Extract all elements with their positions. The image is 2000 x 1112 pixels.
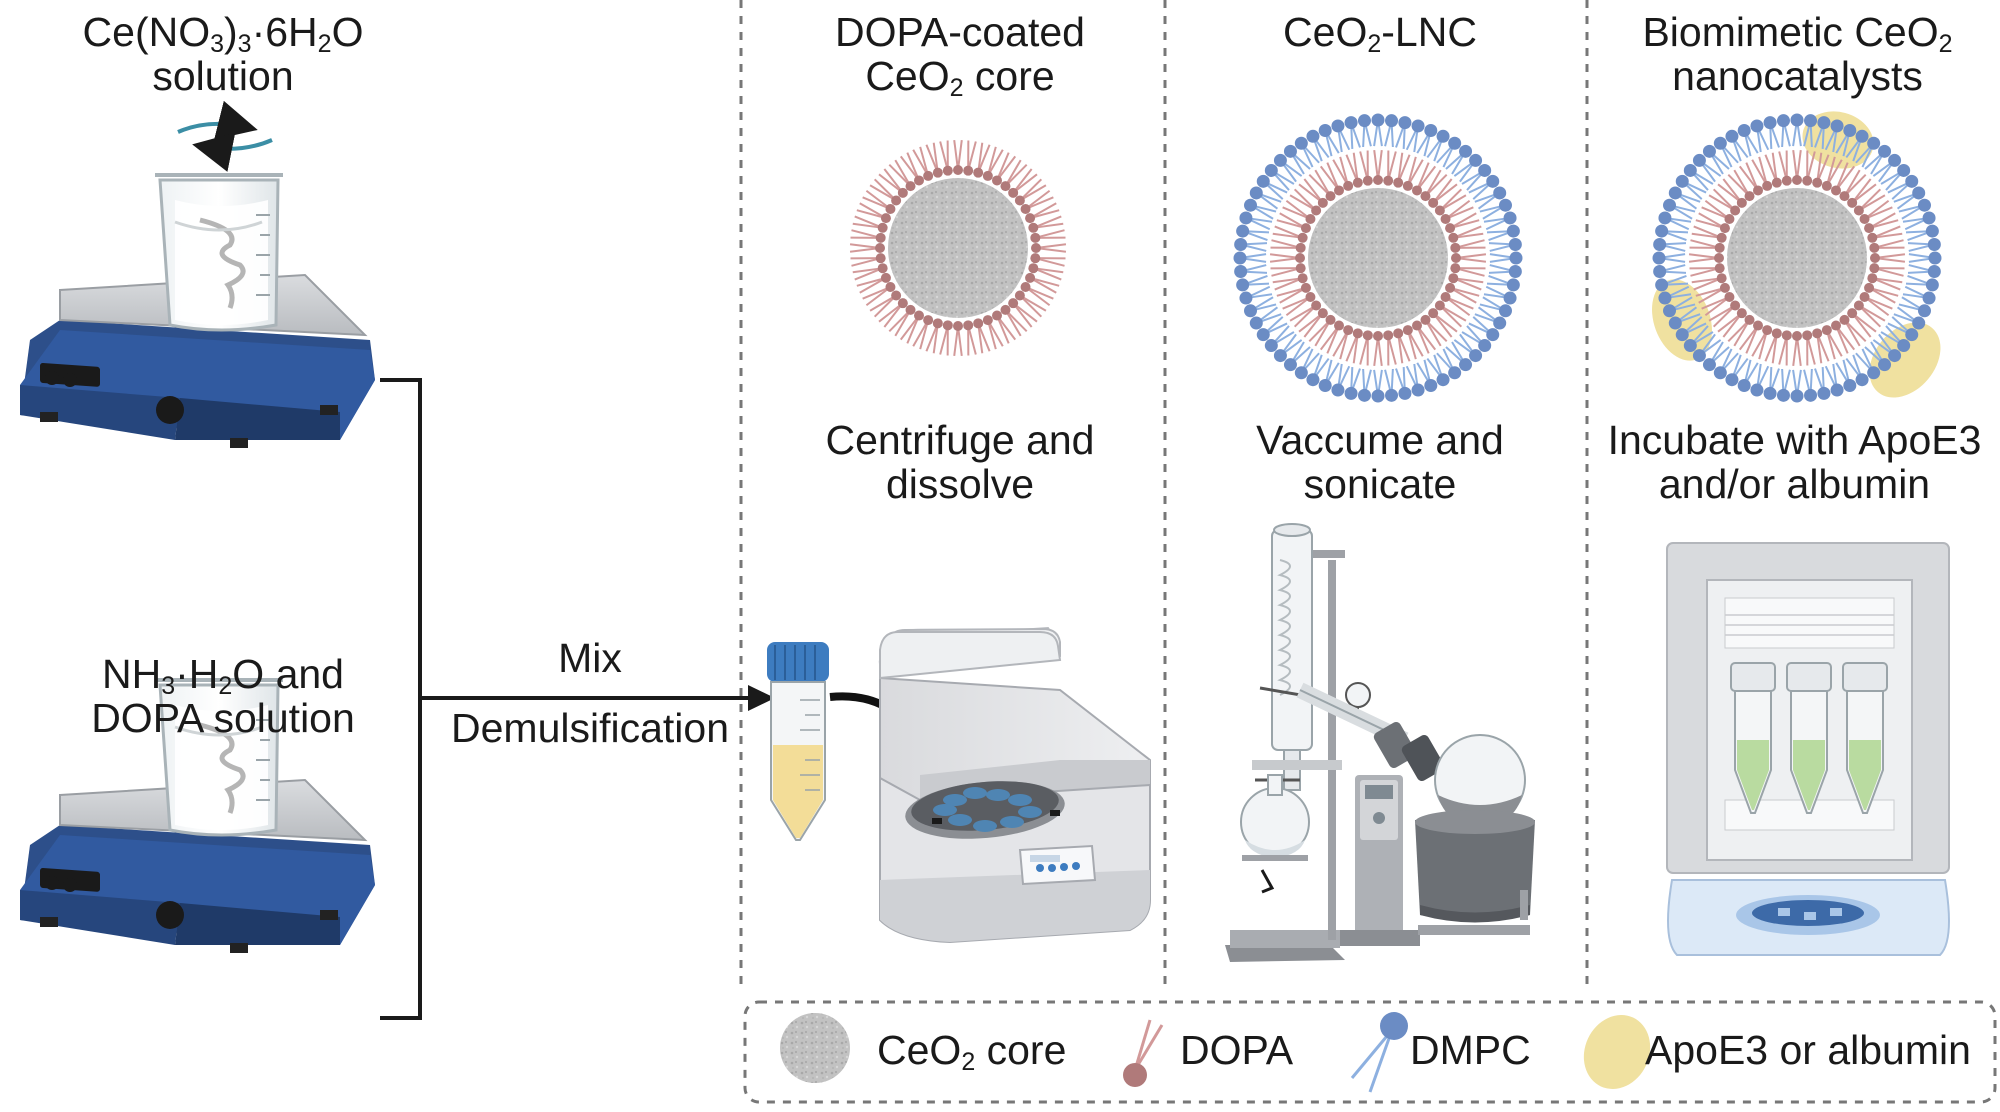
lnc-label: CeO2-LNC bbox=[1283, 9, 1477, 58]
legend-dopa-icon bbox=[1123, 1019, 1164, 1087]
centrifuge-lid-shape bbox=[879, 631, 1062, 680]
mix-label: Mix bbox=[558, 635, 622, 681]
mix-bracket bbox=[380, 378, 755, 1020]
biomimetic-particle bbox=[1652, 111, 1942, 403]
rotary-evaporator bbox=[1225, 523, 1535, 962]
legend-protein-label: ApoE3 or albumin bbox=[1645, 1027, 1971, 1073]
nh3-solution-label: NH3·H2O and DOPA solution bbox=[91, 651, 355, 741]
rotation-arrows-icon bbox=[177, 100, 273, 172]
legend-protein-icon bbox=[1583, 1015, 1651, 1089]
mix-arrow-icon bbox=[748, 685, 775, 711]
legend-dopa-label: DOPA bbox=[1180, 1027, 1294, 1073]
incubator bbox=[1666, 542, 1950, 956]
legend-core-label: CeO2 core bbox=[877, 1027, 1067, 1076]
legend-dmpc-label: DMPC bbox=[1410, 1027, 1531, 1073]
incubator-tube-1 bbox=[1730, 662, 1776, 814]
biomimetic-label: Biomimetic CeO2 nanocatalysts bbox=[1642, 9, 1953, 99]
ce-solution-label: Ce(NO3)3·6H2O solution bbox=[82, 9, 364, 99]
legend-box bbox=[743, 1000, 1997, 1104]
dopa-coated-core-particle bbox=[849, 139, 1067, 357]
stirrer-bottom bbox=[20, 678, 375, 953]
legend-dmpc-icon bbox=[1350, 1012, 1408, 1093]
incubator-tube-2 bbox=[1786, 662, 1832, 814]
stirrer-top bbox=[20, 100, 375, 448]
legend-core-icon bbox=[780, 1013, 850, 1083]
incubator-tube-3 bbox=[1842, 662, 1888, 814]
falcon-tube bbox=[767, 642, 829, 841]
demulsification-label: Demulsification bbox=[451, 705, 729, 751]
lnc-particle bbox=[1233, 113, 1523, 403]
dopa-core-label: DOPA-coated CeO2 core bbox=[835, 9, 1085, 102]
